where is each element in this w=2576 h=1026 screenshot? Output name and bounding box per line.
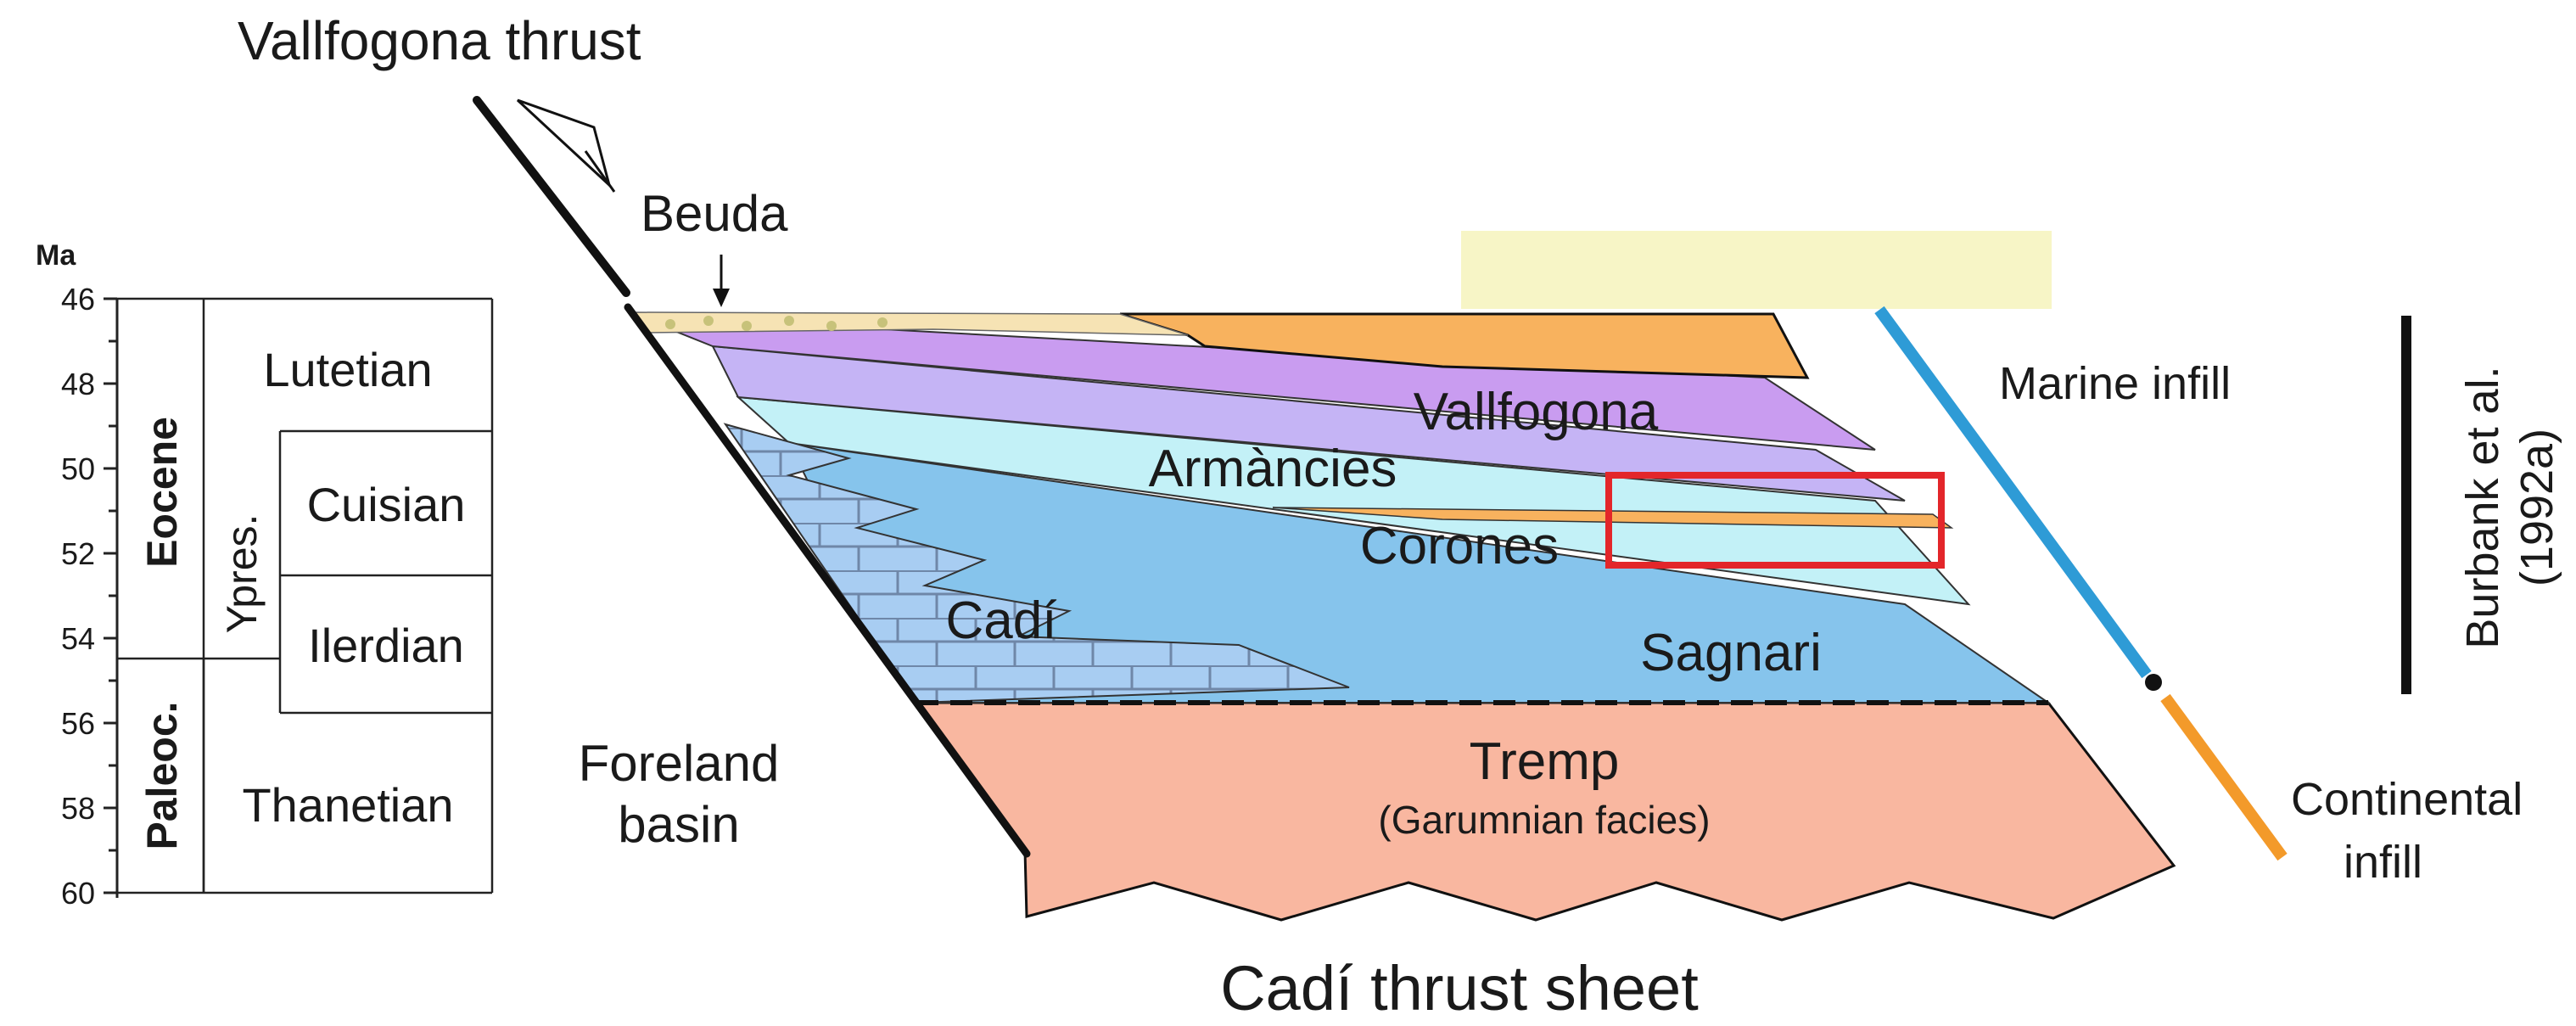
timescale-column: Ma 46 48 50 52 54 56 58 60 (36, 239, 494, 911)
label-corones: Corones (1360, 517, 1559, 575)
subepoch-ypresian: Ypres. (218, 514, 266, 634)
label-armancies: Armàncies (1149, 440, 1397, 498)
basin-boundary-thrust (624, 303, 1031, 858)
timescale-unit: Ma (36, 239, 76, 272)
title-vallfogona-thrust: Vallfogona thrust (238, 10, 641, 71)
marine-infill-line (1874, 306, 2152, 679)
tick-label-60: 60 (61, 876, 95, 911)
label-reference-line2: (1992a) (2512, 429, 2562, 586)
unit-cadi-fill (723, 423, 1350, 704)
tick-label-56: 56 (61, 706, 95, 741)
label-beuda: Beuda (641, 185, 788, 242)
unit-armancies-fill (711, 345, 1906, 502)
label-tremp: Tremp (1470, 732, 1620, 791)
tick-label-46: 46 (61, 282, 95, 317)
tick-label-48: 48 (61, 367, 95, 401)
epoch-paleocene: Paleoc. (138, 701, 186, 849)
label-vallfogona: Vallfogona (1414, 383, 1659, 441)
tick-label-50: 50 (61, 451, 95, 486)
title-cadi-thrust-sheet: Cadí thrust sheet (1220, 953, 1699, 1023)
label-cadi: Cadí (946, 591, 1057, 650)
tick-label-58: 58 (61, 791, 95, 826)
stage-ilerdian: Ilerdian (308, 619, 464, 672)
label-tremp-sub: (Garumnian facies) (1378, 798, 1710, 842)
beuda-arrow (713, 255, 730, 307)
label-continental-line1: Continental (2291, 774, 2523, 825)
vallfogona-thrust-symbol (473, 96, 630, 297)
cross-section (624, 303, 2176, 922)
label-foreland-line2: basin (618, 796, 739, 853)
label-sagnari: Sagnari (1640, 624, 1822, 682)
epoch-eocene: Eocene (138, 417, 186, 568)
label-foreland-line1: Foreland (579, 735, 780, 792)
highlight-box (1605, 472, 1945, 569)
unit-corones-fill (736, 395, 1971, 606)
label-marine-infill: Marine infill (1999, 358, 2231, 409)
label-reference-line1: Burbank et al. (2457, 366, 2508, 648)
tick-label-52: 52 (61, 536, 95, 571)
unit-tremp-fill (914, 701, 2176, 922)
label-continental-line2: infill (2344, 837, 2422, 888)
pale-highlight-band (1461, 231, 2052, 309)
stage-thanetian: Thanetian (242, 778, 453, 832)
tick-label-54: 54 (61, 621, 95, 656)
beuda-dots (665, 316, 888, 331)
continental-infill-line (2160, 693, 2288, 861)
timescale-ticks (104, 297, 117, 894)
infill-transition-dot (2145, 674, 2162, 691)
timescale-grid (117, 297, 494, 894)
stage-lutetian: Lutetian (263, 343, 432, 396)
stage-cuisian: Cuisian (307, 478, 466, 531)
